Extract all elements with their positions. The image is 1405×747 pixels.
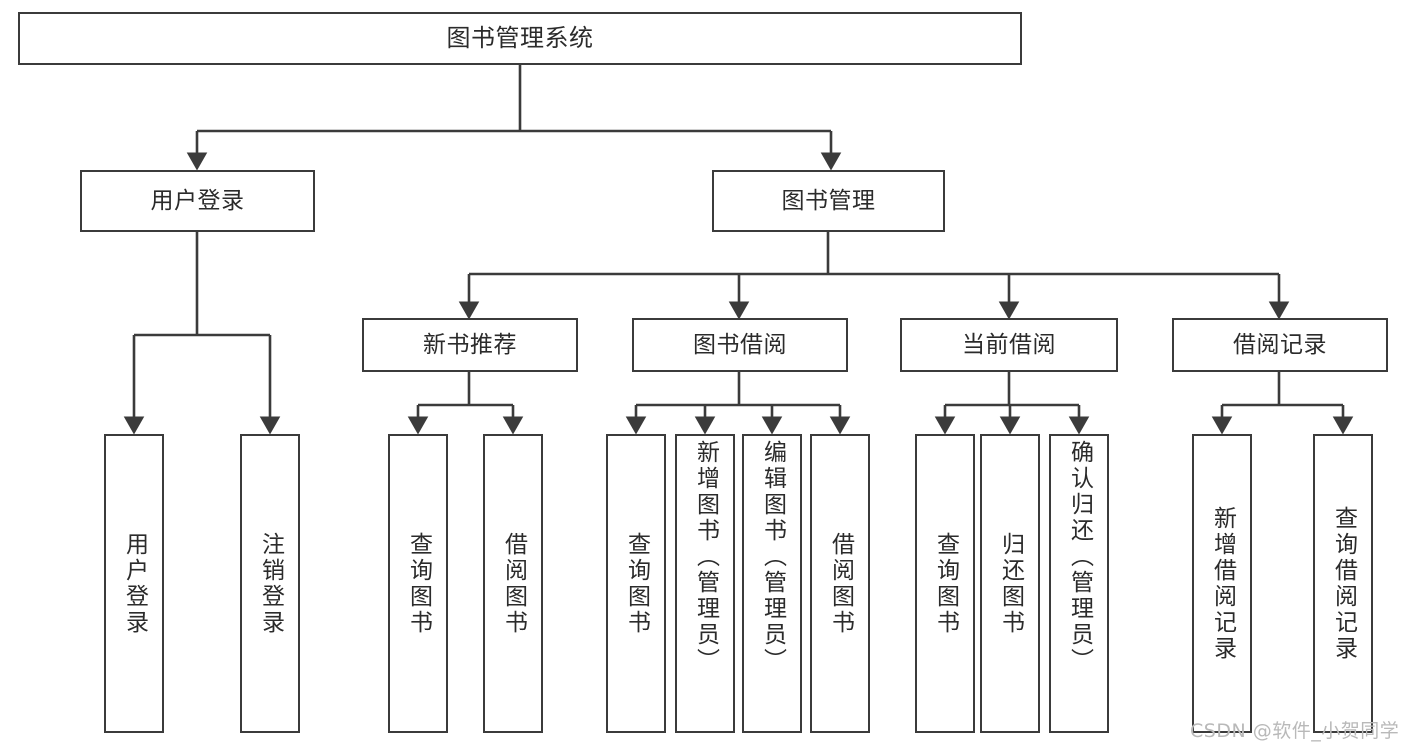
node-leaf-user-logout[interactable]: 注销登录 [240,434,300,733]
node-leaf-add-record[interactable]: 新增借阅记录 [1192,434,1252,733]
node-label: 新书推荐 [423,331,517,358]
node-label: 新增借阅记录 [1209,505,1236,662]
node-label: 图书借阅 [693,331,787,358]
node-book-manage[interactable]: 图书管理 [712,170,945,232]
node-leaf-query-book-1[interactable]: 查询图书 [388,434,448,733]
node-label: 查询图书 [405,531,432,636]
node-leaf-user-login[interactable]: 用户登录 [104,434,164,733]
node-root-system[interactable]: 图书管理系统 [18,12,1022,65]
node-leaf-borrow-book-1[interactable]: 借阅图书 [483,434,543,733]
node-borrow-record[interactable]: 借阅记录 [1172,318,1388,372]
node-label: 编辑图书（管理员） [759,440,786,674]
node-leaf-confirm-return[interactable]: 确认归还（管理员） [1049,434,1109,733]
node-label: 注销登录 [257,531,284,636]
node-label: 用户登录 [121,531,148,636]
node-label: 归还图书 [997,531,1024,636]
node-label: 借阅记录 [1233,331,1327,358]
node-label: 图书管理 [781,187,876,214]
node-user-login[interactable]: 用户登录 [80,170,315,232]
node-new-book-recommend[interactable]: 新书推荐 [362,318,578,372]
node-leaf-add-book[interactable]: 新增图书（管理员） [675,434,735,733]
node-current-borrow[interactable]: 当前借阅 [900,318,1118,372]
node-book-borrow[interactable]: 图书借阅 [632,318,848,372]
node-label: 查询图书 [932,531,959,636]
node-leaf-query-book-3[interactable]: 查询图书 [915,434,975,733]
node-label: 图书管理系统 [446,23,594,52]
node-label: 新增图书（管理员） [692,440,719,674]
node-leaf-borrow-book-2[interactable]: 借阅图书 [810,434,870,733]
node-label: 用户登录 [150,187,245,214]
node-leaf-edit-book[interactable]: 编辑图书（管理员） [742,434,802,733]
node-label: 查询图书 [623,531,650,636]
node-label: 确认归还（管理员） [1066,440,1093,674]
node-leaf-return-book[interactable]: 归还图书 [980,434,1040,733]
node-leaf-query-book-2[interactable]: 查询图书 [606,434,666,733]
node-label: 查询借阅记录 [1330,505,1357,662]
node-label: 借阅图书 [500,531,527,636]
csdn-watermark: CSDN @软件_小贺同学 [1190,720,1400,742]
node-label: 借阅图书 [827,531,854,636]
node-label: 当前借阅 [962,331,1056,358]
node-leaf-query-record[interactable]: 查询借阅记录 [1313,434,1373,733]
